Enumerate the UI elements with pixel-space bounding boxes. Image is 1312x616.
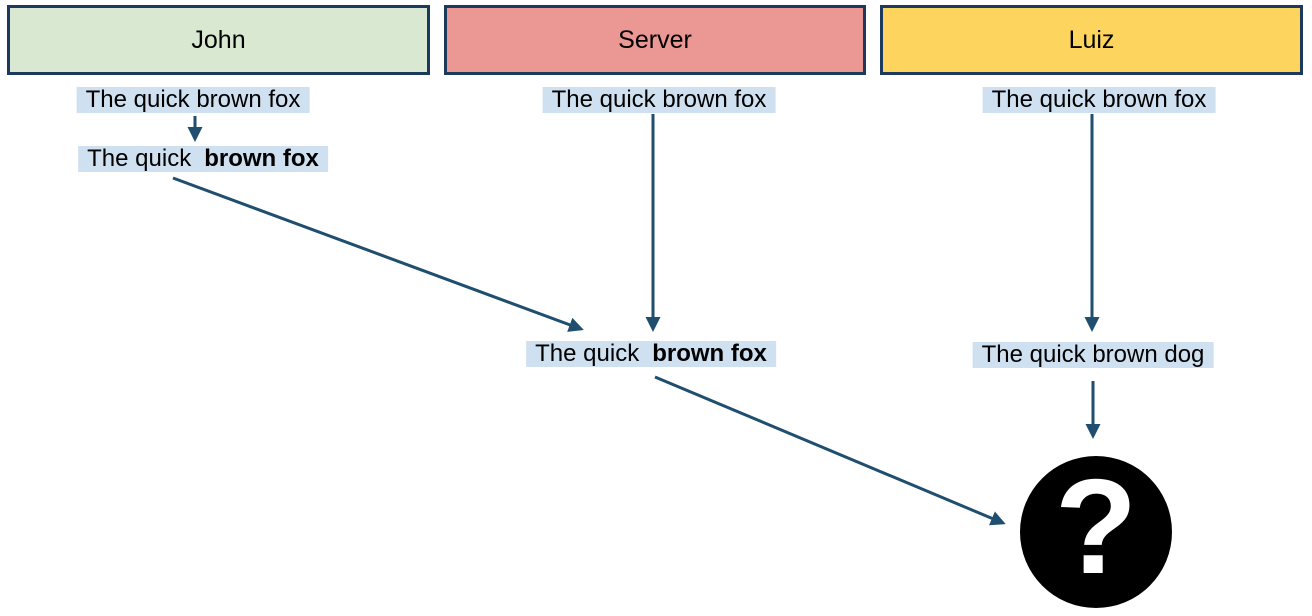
- lane-label-server: Server: [618, 25, 692, 54]
- luiz-message-1-text: The quick brown fox: [991, 86, 1207, 113]
- merged-message-bold: brown fox: [652, 340, 767, 367]
- john-message-1-text: The quick brown fox: [85, 86, 301, 113]
- lane-header-luiz: Luiz: [880, 5, 1303, 75]
- john-message-2-plain: The quick: [87, 145, 192, 172]
- merged-message: The quick brown fox: [526, 341, 776, 367]
- john-message-2: The quick brown fox: [78, 146, 328, 172]
- server-message-1-text: The quick brown fox: [551, 86, 767, 113]
- luiz-message-2-text: The quick brown dog: [981, 341, 1205, 368]
- lane-header-server: Server: [444, 5, 866, 75]
- john-message-1: The quick brown fox: [76, 86, 310, 113]
- arrow-john-to-server-merge: [172, 176, 584, 332]
- luiz-message-2: The quick brown dog: [972, 341, 1214, 368]
- server-message-1: The quick brown fox: [542, 86, 776, 113]
- merged-message-plain: The quick: [535, 340, 640, 367]
- lane-label-luiz: Luiz: [1068, 25, 1115, 54]
- lane-label-john: John: [191, 25, 246, 54]
- john-message-2-bold: brown fox: [204, 145, 319, 172]
- question-mark-icon: ?: [1054, 450, 1138, 602]
- arrow-merged-to-unknown: [654, 375, 1006, 526]
- luiz-message-1: The quick brown fox: [982, 86, 1216, 113]
- lane-header-john: John: [7, 5, 430, 75]
- unknown-result-node: ?: [1020, 456, 1172, 608]
